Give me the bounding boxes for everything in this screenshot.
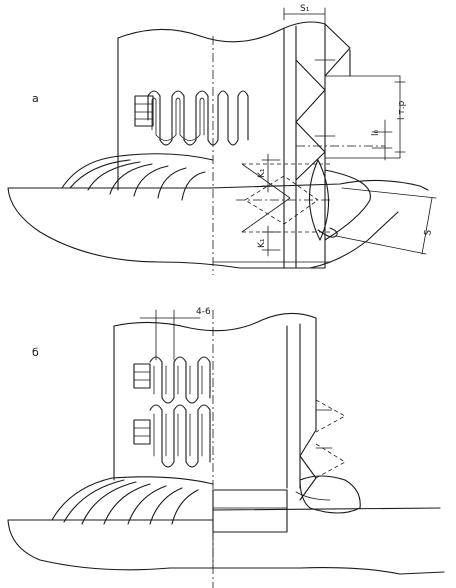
panel-b-base-plate [7,507,445,575]
panel-b-nozzle-dashed [315,399,346,479]
panel-b-upper-plate [113,312,317,431]
panel-b-joint-block [212,489,288,533]
panel-b-serpentine-inner [153,365,203,457]
panel-a-dim-l0-label: l₀ [371,129,381,136]
panel-a: S₁ l т.р l₀ K₁ K₁ S a [7,4,437,275]
panel-a-dim-ltr-label: l т.р [397,101,407,120]
panel-b-weld-pool-inner [295,491,331,501]
panel-b-dim-4-6-label: 4-6 [196,307,211,317]
panel-a-dim-s-ext-1 [341,187,437,199]
panel-a-weld-v-dashed [242,163,330,233]
panel-a-dim-k1-lower-label: K₁ [257,238,267,248]
panel-b-nozzle-solid [299,429,317,501]
panel-a-weld-pool-bottom [317,227,338,238]
panel-a-dim-s-ext-2 [335,235,427,255]
panel-a-base-plate [7,179,429,269]
panel-a-dim-s-line [421,197,433,255]
panel-a-weld-pool-outer [324,169,371,241]
panel-a-serpentine-pattern [147,90,249,146]
panel-a-upper-plate [117,21,326,269]
panel-a-label: a [32,92,39,105]
panel-b-bead-arcs [51,476,214,525]
panel-b-serpentine-upper [149,356,211,404]
panel-a-electrode-tip [324,23,351,77]
panel-a-clamp-block [134,95,154,127]
panel-a-zigzag-electrode [295,59,326,181]
panel-b-weld-pool [299,475,361,514]
panel-a-dim-s1-label: S₁ [300,4,310,14]
panel-a-dim-k1-upper-label: K₁ [257,168,267,178]
panel-b: 4-6 [7,307,445,588]
panel-b-clamp-block-upper [133,363,151,389]
panel-a-weld-pool [308,159,330,241]
panel-b-label: б [32,346,39,359]
panel-a-serpentine-inner [151,97,205,141]
panel-a-bead-arcs [61,153,214,201]
panel-a-weld-v-upper [241,163,291,233]
panel-b-serpentine-lower [149,404,211,468]
panel-a-dim-s-label: S [423,229,434,237]
panel-b-clamp-block-lower [133,419,151,445]
